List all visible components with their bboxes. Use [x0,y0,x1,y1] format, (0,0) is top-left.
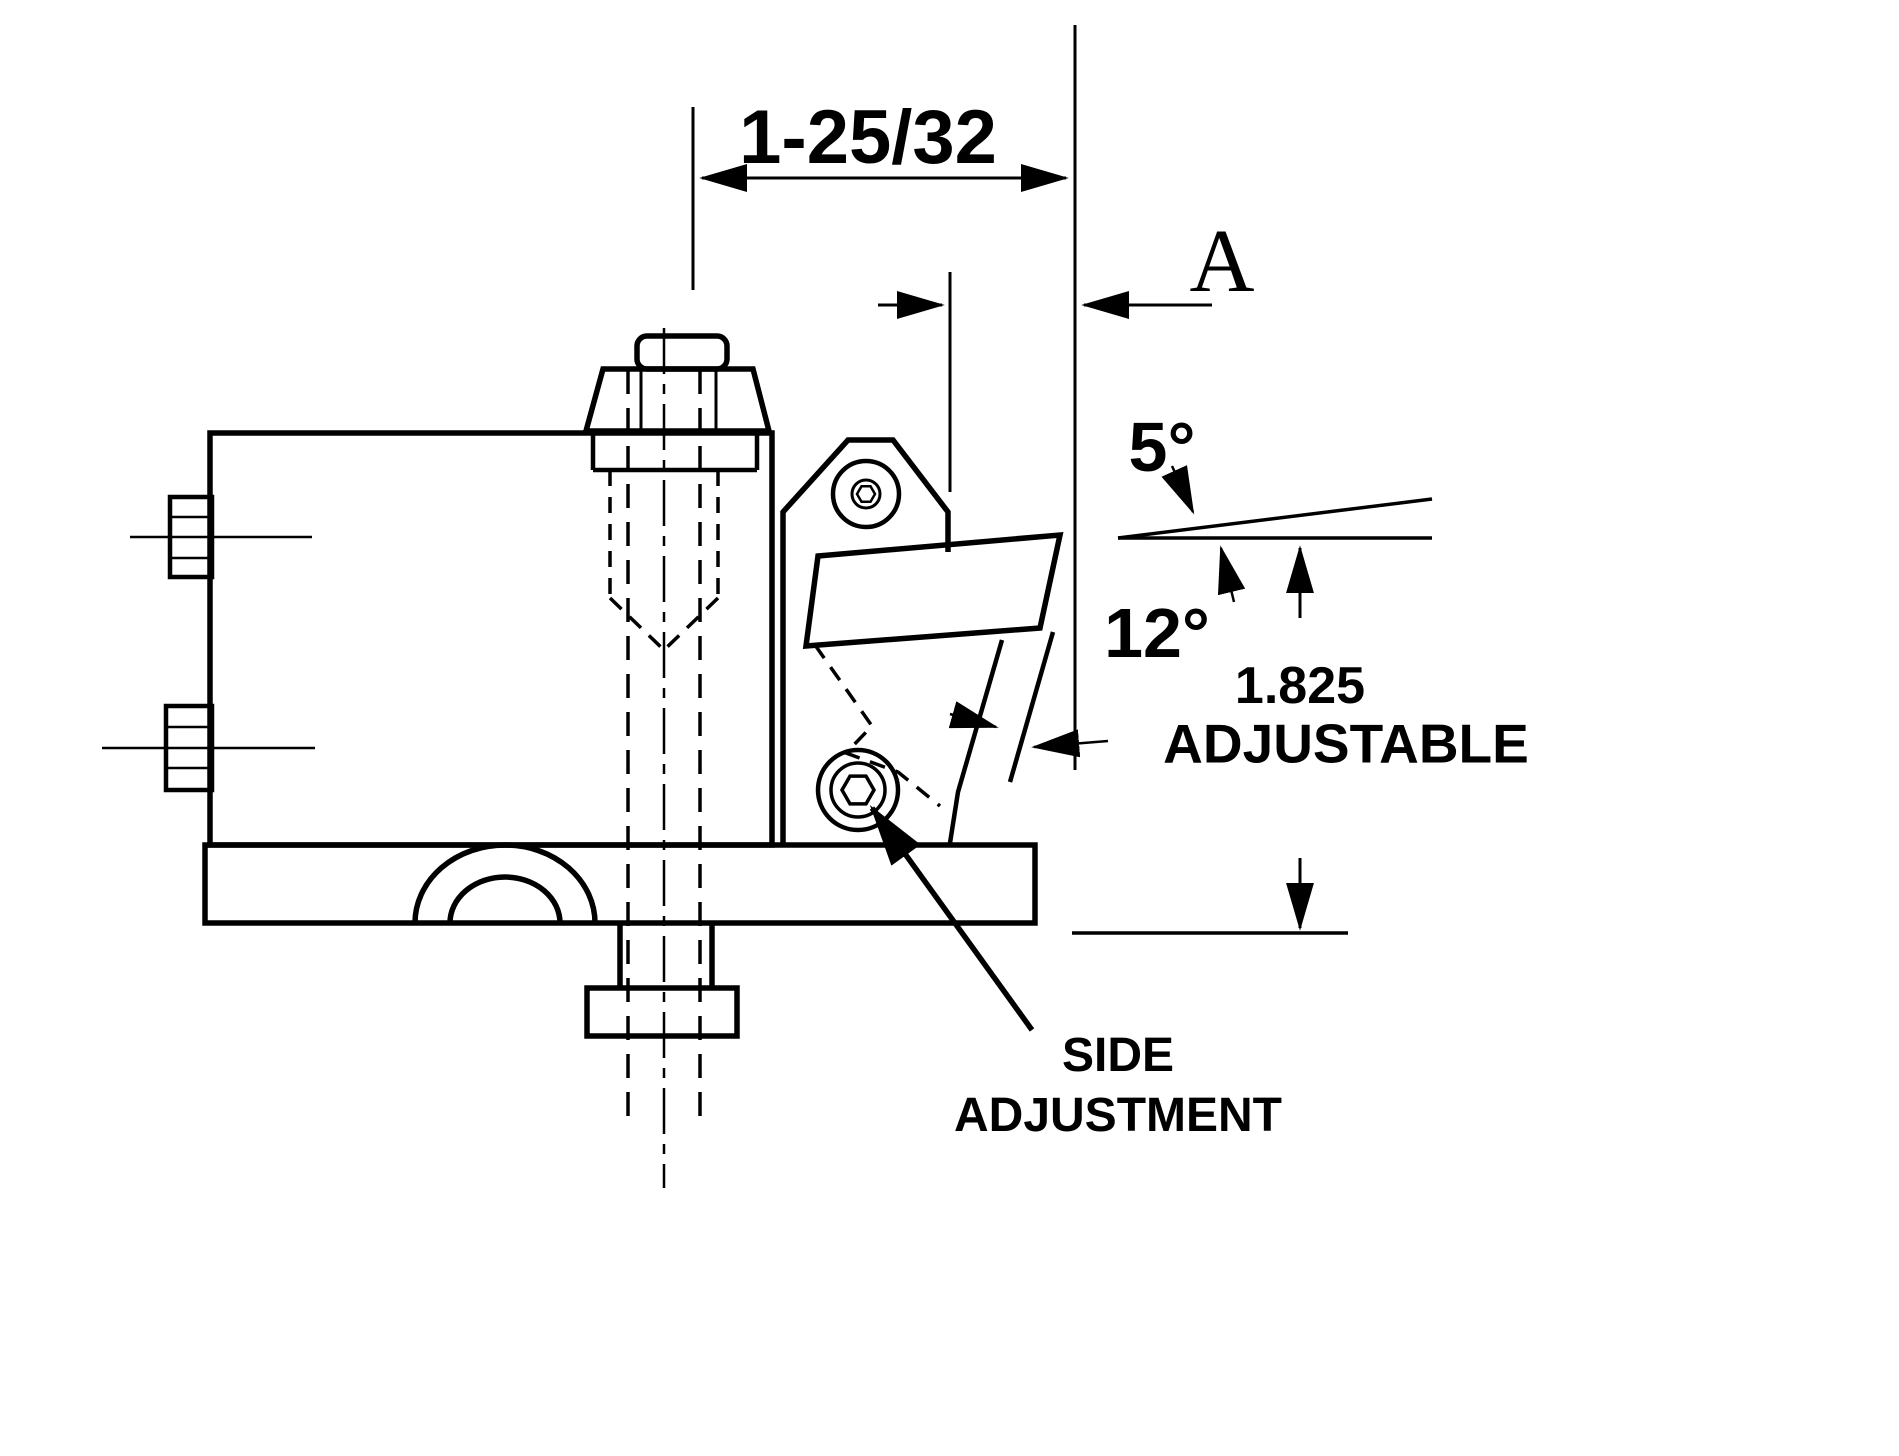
side-adjustment-screw [815,747,901,833]
dimension-a [878,272,1212,492]
angle-detail-5deg [1117,465,1433,603]
dimension-width [691,25,1077,770]
label-angle-5: 5° [1128,408,1196,486]
label-height-dim: 1.825 [1234,657,1366,715]
clamp-nut [582,333,773,434]
label-datum-a: A [1189,212,1255,311]
side-adjustment-arrow [869,805,1035,1032]
clamp-stud-hidden [608,328,720,1188]
top-pivot-screw [830,458,902,530]
base-plate [202,842,1038,926]
mount-bolts [102,494,315,793]
dimension-height [1072,545,1348,935]
label-width-dim: 1-25/32 [739,95,997,180]
label-side-adjustment-1: SIDE [1061,1029,1175,1082]
label-angle-12: 12° [1104,594,1210,672]
tool-body [207,430,775,848]
dimension-front-angle [948,701,1109,758]
tool-insert [802,531,1064,650]
label-adjustable: ADJUSTABLE [1163,712,1529,775]
label-side-adjustment-2: ADJUSTMENT [953,1089,1283,1142]
lower-stem [584,923,740,1039]
